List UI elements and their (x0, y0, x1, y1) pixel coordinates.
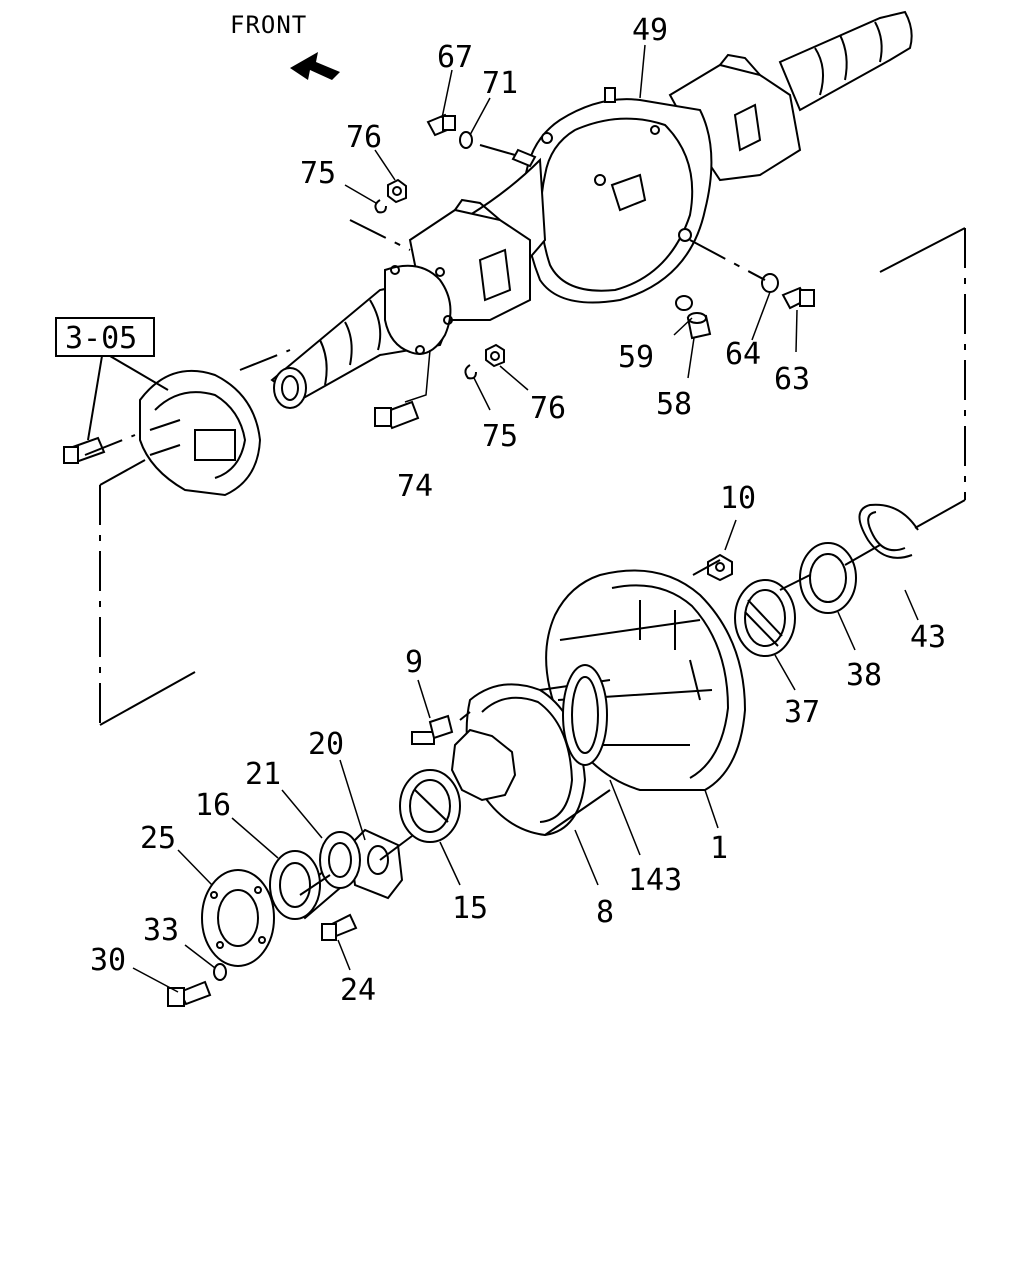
bearing-37 (734, 579, 796, 657)
reference-3-05[interactable]: 3-05 (55, 317, 155, 357)
retainer-20 (348, 828, 404, 900)
wheel-hub (450, 679, 611, 837)
reference-3-05-text: 3-05 (65, 321, 137, 356)
nut-76-top (387, 178, 407, 204)
callout-10: 10 (720, 481, 756, 516)
bolt-24 (321, 913, 358, 941)
bolt-3-05 (63, 436, 106, 464)
callout-71: 71 (482, 66, 518, 101)
axle-housing (408, 10, 913, 321)
snap-ring-43 (858, 503, 919, 559)
callout-21: 21 (245, 757, 281, 792)
callouts: 49 67 71 76 75 59 58 64 63 76 75 74 10 4… (90, 13, 946, 1008)
plug-58 (686, 312, 712, 340)
leader-lines (132, 44, 919, 993)
front-label: FRONT (230, 11, 307, 39)
hub-cap-25 (201, 869, 275, 967)
bearing-15 (399, 769, 461, 843)
brake-shield (139, 369, 262, 497)
nut-10 (707, 553, 733, 582)
callout-63: 63 (774, 362, 810, 397)
callout-15: 15 (452, 891, 488, 926)
callout-33: 33 (143, 913, 179, 948)
callout-76-top: 76 (346, 120, 382, 155)
callout-1: 1 (710, 831, 728, 866)
callout-64: 64 (725, 337, 761, 372)
callout-76-bottom: 76 (530, 391, 566, 426)
bolt-74 (374, 400, 420, 430)
callout-143: 143 (628, 863, 682, 898)
bolt-67 (426, 113, 456, 137)
assembly-lines (84, 144, 966, 896)
callout-59: 59 (618, 340, 654, 375)
callout-30: 30 (90, 943, 126, 978)
callout-9: 9 (405, 645, 423, 680)
callout-58: 58 (656, 387, 692, 422)
callout-43: 43 (910, 620, 946, 655)
oil-seal-143 (562, 664, 608, 766)
seal-38 (799, 542, 857, 614)
callout-20: 20 (308, 727, 344, 762)
nut-76-bottom (485, 343, 505, 368)
arrow-up-left-icon (290, 52, 340, 80)
callout-37: 37 (784, 695, 820, 730)
pin-71 (459, 131, 537, 168)
callout-49: 49 (632, 13, 668, 48)
callout-74: 74 (397, 469, 433, 504)
callout-25: 25 (140, 821, 176, 856)
callout-24: 24 (340, 973, 376, 1008)
bolt-63 (781, 286, 815, 310)
callout-16: 16 (195, 788, 231, 823)
callout-8: 8 (596, 895, 614, 930)
washer-75-bottom (464, 364, 477, 380)
callout-38: 38 (846, 658, 882, 693)
washer-64 (761, 273, 779, 293)
callout-75-top: 75 (300, 156, 336, 191)
shim-21 (319, 831, 361, 889)
callout-67: 67 (437, 40, 473, 75)
axle-spindle (270, 264, 453, 409)
washer-59 (675, 295, 693, 311)
bolt-30 (167, 980, 212, 1007)
washer-75-top (374, 199, 387, 214)
washer-33 (213, 963, 227, 981)
callout-75-bottom: 75 (482, 419, 518, 454)
gasket-16 (269, 850, 321, 920)
bolt-9 (411, 714, 454, 745)
